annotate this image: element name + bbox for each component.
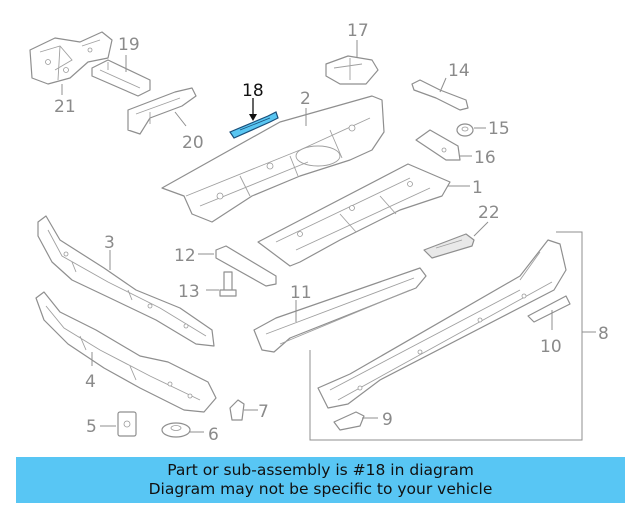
caption-line-2: Diagram may not be specific to your vehi… xyxy=(148,480,493,498)
part-16-drawing xyxy=(415,129,461,161)
leader-14 xyxy=(439,77,447,93)
part-22-drawing xyxy=(423,233,475,259)
part-21-drawing xyxy=(29,31,113,85)
part-17-drawing xyxy=(325,55,379,85)
part-1-drawing xyxy=(257,163,451,267)
part-19-drawing xyxy=(91,59,151,97)
callout-12: 12 xyxy=(174,246,196,266)
part-3-drawing xyxy=(37,215,215,347)
part-11-drawing xyxy=(253,267,427,353)
callout-7: 7 xyxy=(258,402,269,422)
callout-2: 2 xyxy=(300,89,311,109)
callout-6: 6 xyxy=(208,425,219,445)
part-6-drawing xyxy=(161,422,191,438)
callout-11: 11 xyxy=(290,283,312,303)
part-8-group-bracket xyxy=(309,231,583,441)
callout-10: 10 xyxy=(540,337,562,357)
part-5-drawing xyxy=(117,411,137,437)
callout-22: 22 xyxy=(478,203,500,223)
callout-3: 3 xyxy=(104,233,115,253)
part-4-drawing xyxy=(35,291,217,413)
callout-4: 4 xyxy=(85,372,96,392)
part-12-drawing xyxy=(215,245,277,287)
callout-20: 20 xyxy=(182,133,204,153)
part-13-drawing xyxy=(219,271,237,297)
callout-21: 21 xyxy=(54,97,76,117)
callout-17: 17 xyxy=(347,21,369,41)
leader-20 xyxy=(174,111,187,127)
leader-18-arrowhead xyxy=(249,114,257,121)
callout-14: 14 xyxy=(448,61,470,81)
leader-22 xyxy=(473,221,489,237)
callout-19: 19 xyxy=(118,35,140,55)
part-9-drawing xyxy=(333,411,365,431)
callout-18: 18 xyxy=(242,81,264,101)
caption-bar: Part or sub-assembly is #18 in diagram D… xyxy=(16,457,625,503)
callout-5: 5 xyxy=(86,417,97,437)
part-20-drawing xyxy=(127,87,197,135)
callout-8: 8 xyxy=(598,324,609,344)
part-18-drawing xyxy=(229,111,279,139)
part-10-drawing xyxy=(527,295,571,323)
part-2-drawing xyxy=(161,95,385,223)
callout-15: 15 xyxy=(488,119,510,139)
caption-line-1: Part or sub-assembly is #18 in diagram xyxy=(167,461,474,479)
callout-9: 9 xyxy=(382,410,393,430)
callout-1: 1 xyxy=(472,178,483,198)
callout-16: 16 xyxy=(474,148,496,168)
part-7-drawing xyxy=(229,399,245,421)
part-14-drawing xyxy=(411,79,469,111)
part-15-drawing xyxy=(456,123,474,137)
part-8-drawing xyxy=(317,239,567,409)
callout-13: 13 xyxy=(178,282,200,302)
